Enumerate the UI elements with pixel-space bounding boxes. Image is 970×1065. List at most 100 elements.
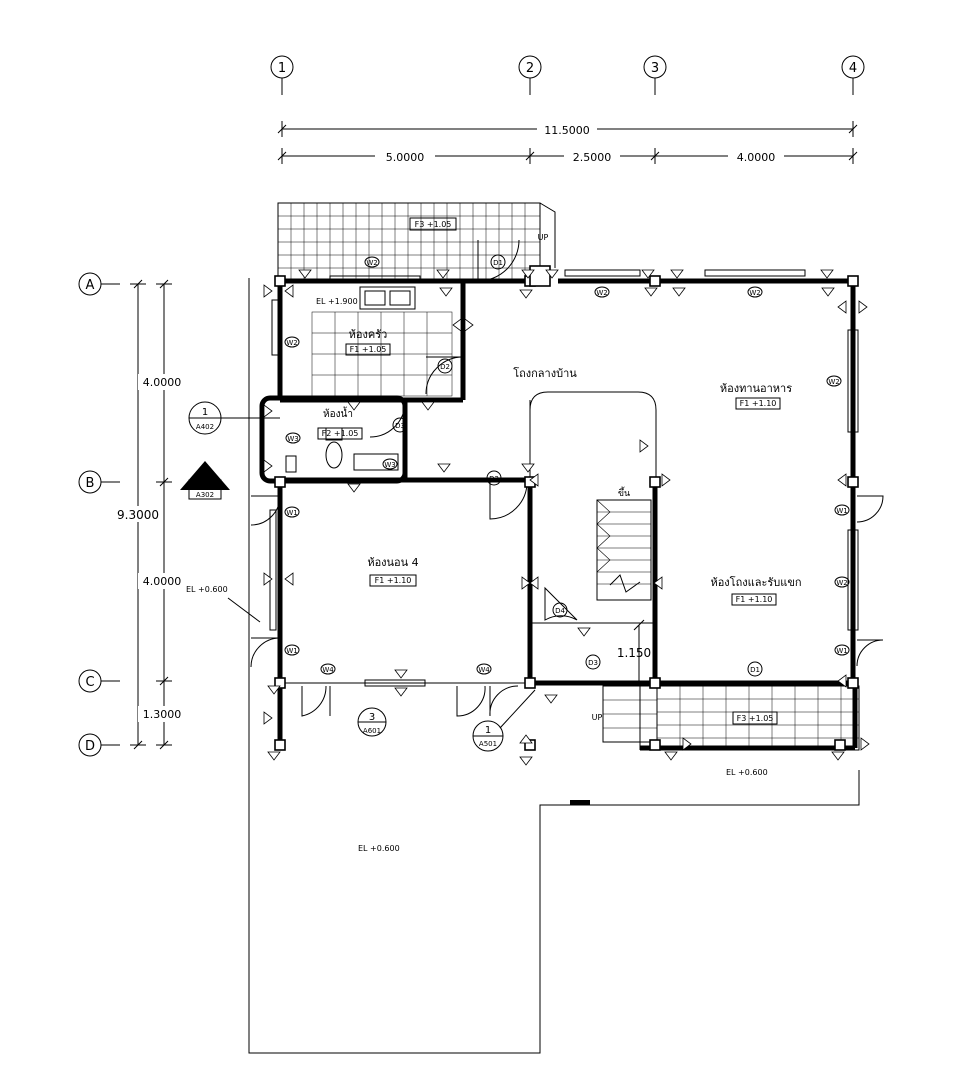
callout-a601-num: 3	[369, 712, 375, 723]
detail-callout-a501: 1 A501	[472, 689, 536, 752]
dim-bay-A-B: 4.0000	[143, 376, 182, 389]
back-terrace: F3 +1.05 UP	[277, 202, 556, 282]
svg-text:D1: D1	[493, 259, 503, 267]
window-tag: W4	[320, 663, 336, 675]
grid-label-4: 4	[849, 61, 857, 76]
grid-bubble-1: 1	[270, 55, 294, 95]
svg-text:D1: D1	[750, 666, 760, 674]
hall-name: โถงกลางบ้าน	[513, 366, 577, 380]
callout-a402-ref: A402	[196, 423, 214, 431]
kitchen-name: ห้องครัว	[349, 328, 388, 341]
svg-text:W2: W2	[828, 378, 839, 386]
room-labels: ห้องครัว F1 +1.05 EL +1.900 ห้องน้ำ F2 +…	[186, 297, 802, 853]
living-name: ห้องโถงและรับแขก	[710, 575, 801, 589]
bath-tag: F2 +1.05	[322, 429, 359, 438]
grid-bubble-A: A	[78, 272, 120, 296]
door-swings	[250, 239, 884, 717]
callout-a601-ref: A601	[363, 727, 381, 735]
grid-label-C: C	[85, 675, 94, 690]
door-tag: D3	[392, 417, 408, 433]
kitchen-elevation: EL +1.900	[316, 297, 358, 306]
callout-a501-ref: A501	[479, 740, 497, 748]
dim-bay-B-C: 4.0000	[143, 575, 182, 588]
stair-up-label: ขึ้น	[618, 486, 630, 499]
svg-text:D4: D4	[555, 607, 565, 615]
window-tag: W1	[284, 644, 300, 656]
window-tag: W2	[826, 375, 842, 387]
svg-text:W1: W1	[286, 509, 297, 517]
svg-text:D2: D2	[440, 363, 450, 371]
grid-label-1: 1	[278, 61, 286, 76]
callout-a302-num: 1	[202, 481, 208, 491]
site-outline	[248, 278, 860, 1054]
svg-text:D3: D3	[588, 659, 598, 667]
grid-label-A: A	[86, 278, 95, 293]
svg-text:W4: W4	[478, 666, 490, 674]
window-tag: W2	[364, 256, 380, 268]
left-elevation: EL +0.600	[186, 585, 228, 594]
door-tag: D1	[747, 661, 763, 677]
svg-text:W1: W1	[836, 647, 847, 655]
front-terrace-tag: F3 +1.05	[737, 714, 774, 723]
dining-tag: F1 +1.10	[740, 399, 777, 408]
door-tag: D4	[552, 602, 568, 618]
dim-bay-2-3: 2.5000	[573, 151, 612, 164]
window-tag: W1	[834, 644, 850, 656]
grid-bubbles: 1 2 3 4 A B C	[78, 55, 865, 757]
callout-a302-ref: A302	[196, 491, 214, 499]
dim-overall-depth: 9.3000	[117, 508, 159, 522]
svg-text:W3: W3	[287, 435, 298, 443]
door-tag: D3	[585, 654, 601, 670]
svg-text:W2: W2	[596, 289, 607, 297]
svg-text:W2: W2	[366, 259, 377, 267]
fixtures	[285, 286, 416, 473]
walls	[259, 278, 858, 751]
window-tag: W1	[834, 504, 850, 516]
svg-text:W1: W1	[836, 507, 847, 515]
grid-bubble-C: C	[78, 669, 120, 693]
site-marker	[570, 800, 590, 805]
svg-text:W2: W2	[286, 339, 297, 347]
kitchen-floor-tiles	[311, 311, 453, 397]
bedroom-name: ห้องนอน 4	[367, 556, 418, 569]
dimension-lines: 11.5000 5.0000 2.5000 4.0000 9.3000	[112, 121, 858, 750]
detail-callout-a601: 3 A601	[357, 707, 387, 737]
dining-name: ห้องทานอาหาร	[720, 382, 792, 395]
grid-bubble-4: 4	[841, 55, 865, 95]
window-tag: W2	[594, 286, 610, 298]
window-tag: W1	[284, 506, 300, 518]
window-tag: W3	[382, 458, 398, 470]
up-label-back: UP	[538, 233, 549, 242]
svg-text:W2: W2	[836, 579, 847, 587]
svg-text:D3: D3	[395, 422, 405, 430]
grid-bubble-B: B	[78, 470, 120, 494]
window-tag: W2	[284, 336, 300, 348]
callout-a501-num: 1	[485, 725, 491, 736]
door-tag: D2	[437, 358, 453, 374]
grid-bubble-2: 2	[518, 55, 542, 95]
svg-text:D2: D2	[489, 475, 499, 483]
yard-elevation: EL +0.600	[358, 844, 400, 853]
svg-text:W1: W1	[286, 647, 297, 655]
dim-overall-width: 11.5000	[544, 124, 590, 137]
opening-tags: W2 W2 W2 W2 W2 W2 W1 W1 W1 W1 W3 W3 W4 W…	[284, 254, 850, 677]
grid-label-B: B	[86, 476, 95, 491]
grid-bubble-3: 3	[643, 55, 667, 95]
structural-columns	[274, 265, 859, 751]
door-tag: D2	[486, 470, 502, 486]
dim-stair-landing: 1.150	[617, 646, 651, 660]
bath-name: ห้องน้ำ	[323, 406, 353, 420]
wall-markers	[263, 269, 870, 766]
grid-label-3: 3	[651, 61, 659, 76]
svg-text:W4: W4	[322, 666, 334, 674]
dim-bay-1-2: 5.0000	[386, 151, 425, 164]
svg-text:W2: W2	[749, 289, 760, 297]
back-terrace-tag: F3 +1.05	[415, 220, 452, 229]
front-terrace: F3 +1.05 UP	[592, 685, 860, 751]
grid-label-2: 2	[526, 61, 534, 76]
section-callout-a402: 1 A402	[188, 401, 280, 435]
bedroom-tag: F1 +1.10	[375, 576, 412, 585]
callout-a402-num: 1	[202, 407, 208, 418]
window-openings	[269, 269, 859, 687]
